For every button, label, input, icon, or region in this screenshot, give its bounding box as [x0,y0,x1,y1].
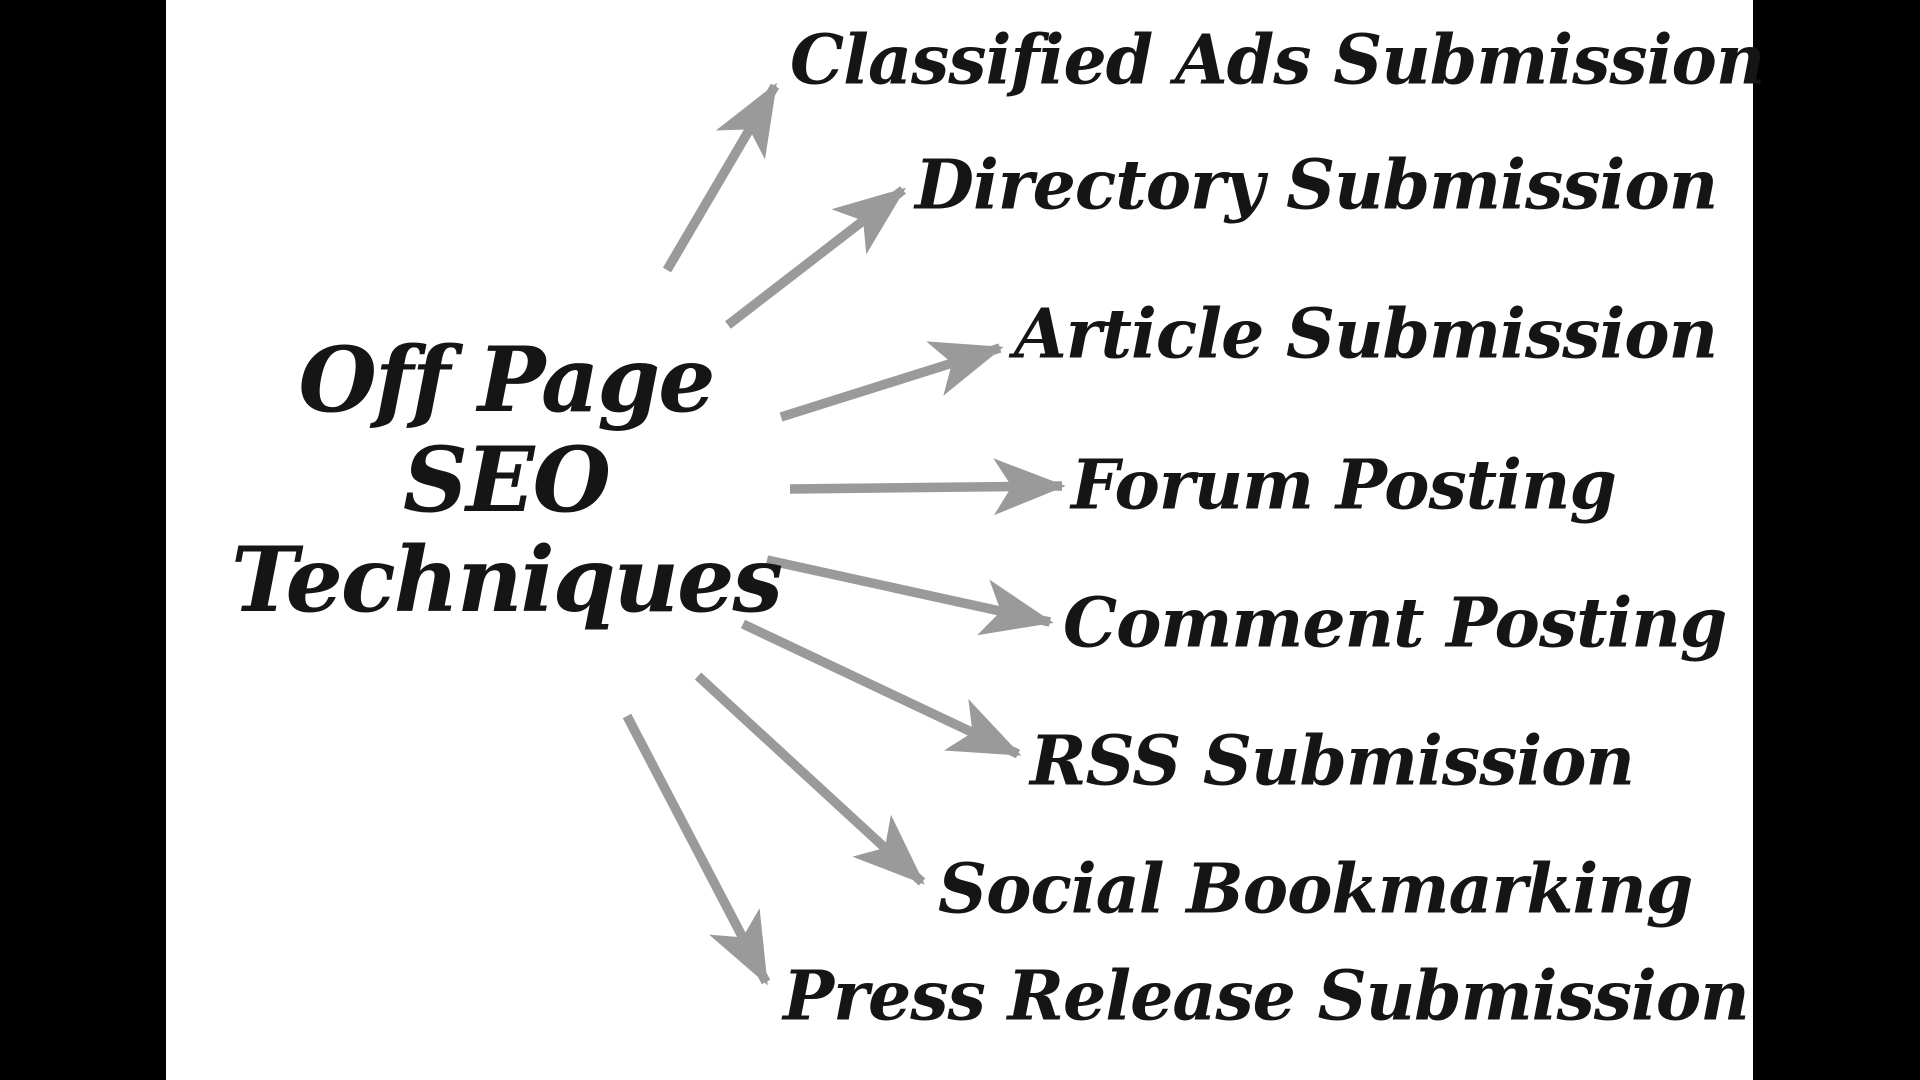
label-social-bookmarking: Social Bookmarking [938,849,1693,930]
label-rss-submission: RSS Submission [1030,721,1635,802]
diagram-canvas [166,0,1753,1080]
letterbox-left [0,0,166,1080]
label-article-submission: Article Submission [1014,294,1718,375]
label-forum-posting: Forum Posting [1071,445,1617,526]
label-directory-submission: Directory Submission [915,145,1718,226]
diagram-title-line1: Off Page [298,327,716,433]
diagram-title-line3: Techniques [230,527,783,633]
label-comment-posting: Comment Posting [1063,583,1727,664]
label-press-release-submission: Press Release Submission [783,956,1750,1037]
label-classified-ads-submission: Classified Ads Submission [790,20,1765,101]
diagram-title-line2: SEO [403,427,611,533]
letterbox-right [1753,0,1920,1080]
diagram-title: Off Page SEO Techniques [166,330,846,630]
